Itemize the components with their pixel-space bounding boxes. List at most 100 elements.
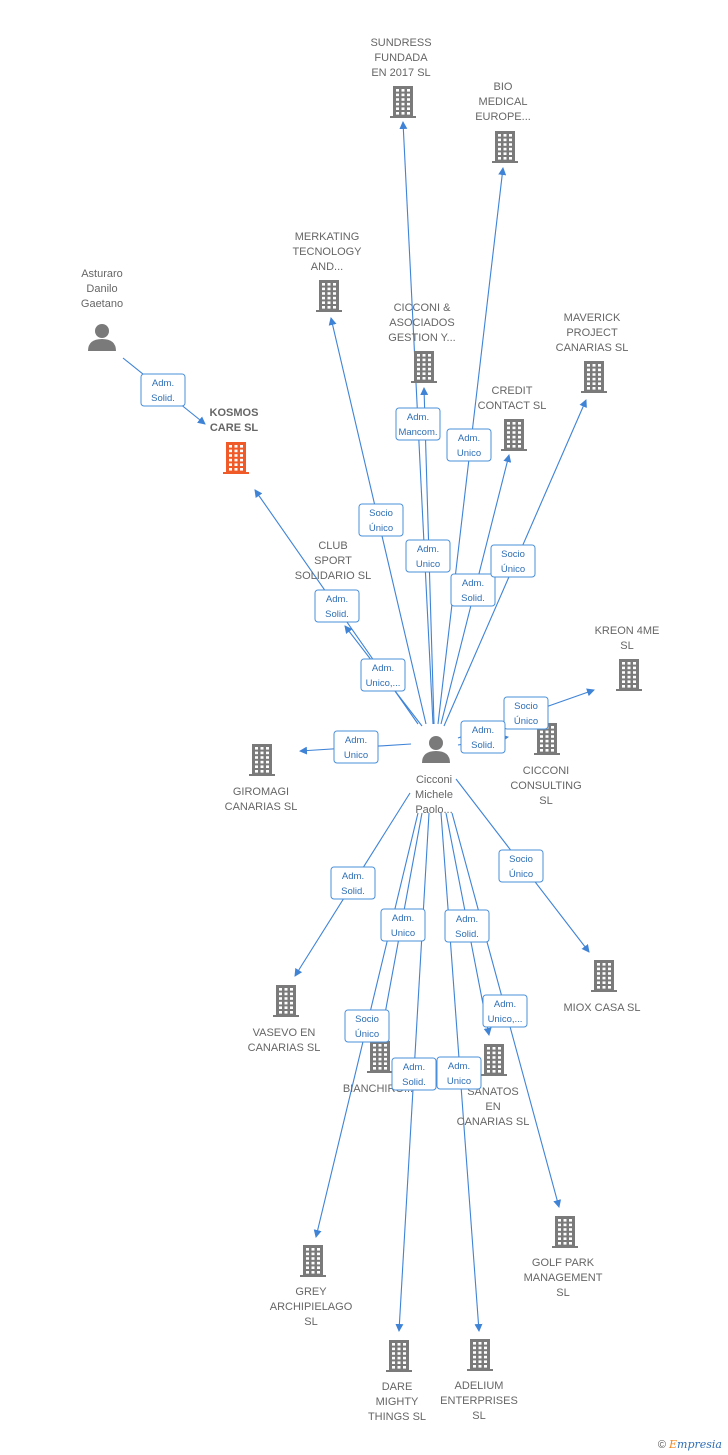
node-label: CREDIT <box>492 385 533 397</box>
node-label: SL <box>539 795 552 807</box>
relation-text: Adm. <box>417 544 439 555</box>
node-label: CANARIAS SL <box>457 1116 530 1128</box>
node-label: MERKATING <box>295 231 360 243</box>
node-label: EN 2017 SL <box>371 67 430 79</box>
building-icon[interactable] <box>316 280 342 312</box>
relation-text: Unico <box>391 928 415 939</box>
node-club[interactable]: CLUB SPORT SOLIDARIO SL <box>295 540 371 582</box>
node-label: AND... <box>311 261 343 273</box>
building-icon[interactable] <box>386 1340 412 1372</box>
relation-text: Adm. <box>392 913 414 924</box>
node-label: PROJECT <box>566 327 618 339</box>
relation-label[interactable]: Adm. Solid. <box>444 909 490 943</box>
building-icon[interactable] <box>534 723 560 755</box>
relation-text: Adm. <box>456 914 478 925</box>
relation-label[interactable]: Adm.Solid. <box>314 589 360 623</box>
relation-label[interactable]: Adm.Unico,... <box>360 658 406 692</box>
node-label: MEDICAL <box>479 96 528 108</box>
node-merkating[interactable]: MERKATINGTECNOLOGYAND... <box>292 231 362 312</box>
node-label: Michele <box>415 789 453 801</box>
relation-text: Adm. <box>494 999 516 1010</box>
building-icon[interactable] <box>481 1044 507 1076</box>
node-label: GREY <box>295 1286 327 1298</box>
relation-label[interactable]: Adm.Solid. <box>140 373 186 407</box>
relation-text: Adm. <box>472 725 494 736</box>
person-icon[interactable] <box>88 324 116 351</box>
node-label: CONSULTING <box>510 780 581 792</box>
relation-label[interactable]: Adm.Unico <box>405 539 451 573</box>
relations-layer: Adm.Solid.Adm.Solid.Adm.Unico,...SocioÚn… <box>140 373 549 1091</box>
relation-label[interactable]: Adm.Mancom. <box>395 407 441 441</box>
node-label: SPORT <box>314 555 352 567</box>
building-icon[interactable] <box>591 960 617 992</box>
relation-text: Socio <box>501 549 525 560</box>
building-icon[interactable] <box>616 659 642 691</box>
relation-text: Unico <box>344 750 368 761</box>
relation-text: Único <box>501 564 525 575</box>
relation-label[interactable]: Adm.Solid. <box>391 1057 437 1091</box>
node-miox[interactable]: MIOX CASA SL <box>563 960 641 1014</box>
relation-text: Adm. <box>458 433 480 444</box>
node-label: MIGHTY <box>376 1396 419 1408</box>
node-cicconi[interactable]: CicconiMichelePaolo... <box>415 736 453 816</box>
relation-label[interactable]: Adm.Unico <box>333 730 379 764</box>
node-label: Danilo <box>86 283 117 295</box>
building-icon[interactable] <box>223 442 249 474</box>
building-icon[interactable] <box>300 1245 326 1277</box>
relation-label[interactable]: Adm.Unico <box>436 1056 482 1090</box>
building-icon[interactable] <box>467 1339 493 1371</box>
node-label: SOLIDARIO SL <box>295 570 371 582</box>
node-label: Gaetano <box>81 298 123 310</box>
node-label: CLUB <box>318 540 347 552</box>
node-label: SL <box>620 640 633 652</box>
relation-label[interactable]: Adm.Solid. <box>460 720 506 754</box>
relation-text: Socio <box>369 508 393 519</box>
node-label: KOSMOS <box>210 407 259 419</box>
relation-text: Solid. <box>455 929 479 940</box>
person-icon[interactable] <box>422 736 450 763</box>
node-label: EN <box>485 1101 500 1113</box>
building-icon[interactable] <box>581 361 607 393</box>
footer-brand[interactable]: © Empresia <box>658 1438 722 1451</box>
relation-label[interactable]: Adm.Unico,... <box>482 994 528 1028</box>
building-icon[interactable] <box>492 131 518 163</box>
node-bio[interactable]: BIOMEDICALEUROPE... <box>475 81 531 163</box>
relation-label[interactable]: Adm.Solid. <box>330 866 376 900</box>
building-icon[interactable] <box>273 985 299 1017</box>
building-icon[interactable] <box>390 86 416 118</box>
building-icon[interactable] <box>367 1041 393 1073</box>
relation-label[interactable]: Adm.Solid. <box>450 573 496 607</box>
node-label: FUNDADA <box>374 52 428 64</box>
relation-text: Socio <box>514 701 538 712</box>
building-icon[interactable] <box>249 744 275 776</box>
relation-label[interactable]: Adm.Unico <box>446 428 492 462</box>
building-icon[interactable] <box>552 1216 578 1248</box>
relation-text: Solid. <box>461 593 485 604</box>
relation-label[interactable]: Adm. Unico <box>380 908 426 942</box>
relation-text: Unico,... <box>366 678 401 689</box>
node-label: EUROPE... <box>475 111 531 123</box>
building-icon[interactable] <box>411 351 437 383</box>
building-icon[interactable] <box>501 419 527 451</box>
